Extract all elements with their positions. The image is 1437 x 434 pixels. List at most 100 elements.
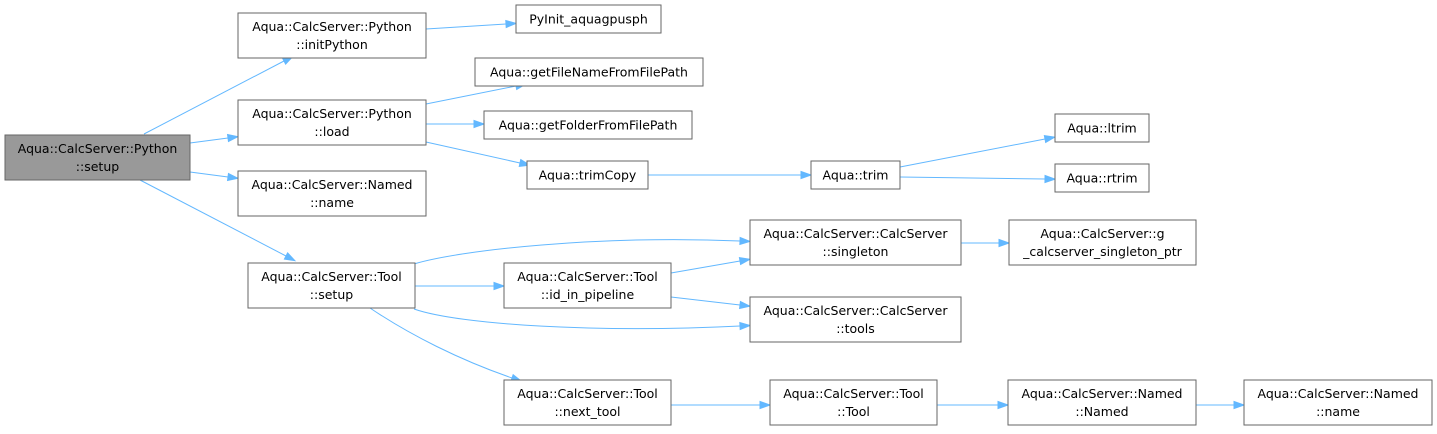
node-rtrim[interactable]: Aqua::rtrim [1054,163,1150,193]
edge-id_in_pipeline-to-singleton [670,260,741,274]
node-box [1007,379,1197,426]
node-next-tool[interactable]: Aqua::CalcServer::Tool::next_tool [503,379,672,426]
node-label: Aqua::CalcServer::Tool [783,386,923,401]
node-box [237,99,427,146]
arrowhead-tool_setup-to-singleton [739,236,752,246]
node-singleton[interactable]: Aqua::CalcServer::CalcServer::singleton [749,219,962,266]
node-box [515,4,662,34]
node-label: _calcserver_singleton_ptr [1022,244,1183,259]
node-box [526,160,649,190]
edge-python_setup-to-tool_setup [139,179,287,257]
arrowhead-named_ctor-to-named_name_2 [1233,400,1246,410]
node-label: Aqua::CalcServer::Named [251,177,412,192]
node-label: Aqua::CalcServer::Tool [517,386,657,401]
arrowhead-python_setup-to-named_name_1 [226,172,240,182]
node-tool-ctor[interactable]: Aqua::CalcServer::Tool::Tool [769,379,938,426]
edge-tool_setup-to-tools [413,308,741,330]
node-box [237,12,427,59]
edge-python_setup-to-python_load [189,137,229,144]
node-box [503,379,672,426]
node-named-name-1[interactable]: Aqua::CalcServer::Named::name [237,170,427,217]
node-box [1054,163,1150,193]
arrowhead-init_python-to-pyinit [505,19,518,29]
node-box [474,57,704,87]
edge-python_setup-to-init_python [143,60,285,135]
node-label: ::id_in_pipeline [541,287,635,302]
edges-layer [139,19,1246,410]
node-label: Aqua::CalcServer::Python [18,141,178,156]
node-get-file-name[interactable]: Aqua::getFileNameFromFilePath [474,57,704,87]
edge-trim-to-rtrim [899,176,1046,180]
node-label: ::singleton [823,244,889,259]
node-id-in-pipeline[interactable]: Aqua::CalcServer::Tool::id_in_pipeline [503,262,672,309]
arrowhead-trim-to-ltrim [1043,134,1057,144]
node-trim[interactable]: Aqua::trim [810,160,901,190]
node-python-setup[interactable]: Aqua::CalcServer::Python::setup [4,134,191,181]
node-label: Aqua::CalcServer::Tool [517,269,657,284]
edge-tool_setup-to-singleton [413,239,741,265]
node-tools[interactable]: Aqua::CalcServer::CalcServer::tools [749,296,962,343]
node-box [749,219,962,266]
node-label: Aqua::CalcServer::Tool [261,269,401,284]
node-box [810,160,901,190]
node-label: Aqua::CalcServer::g [1040,226,1164,241]
arrowhead-trim-to-rtrim [1044,174,1057,184]
node-label: ::next_tool [554,404,620,419]
node-label: ::name [310,195,354,210]
arrowhead-singleton-to-g_singleton_ptr [998,238,1011,248]
node-label: Aqua::CalcServer::CalcServer [764,303,949,318]
node-box [749,296,962,343]
node-label: Aqua::CalcServer::CalcServer [764,226,949,241]
node-label: Aqua::ltrim [1067,121,1136,136]
arrowhead-id_in_pipeline-to-singleton [738,256,752,266]
edge-trim-to-ltrim [899,138,1046,168]
node-ltrim[interactable]: Aqua::ltrim [1054,113,1150,143]
node-label: Aqua::trimCopy [539,168,637,183]
node-label: Aqua::trim [823,168,889,183]
node-box [503,262,672,309]
node-label: ::setup [310,287,353,302]
node-label: ::Tool [837,404,870,419]
node-box [1054,113,1150,143]
node-label: ::tools [836,321,875,336]
node-label: ::load [314,124,349,139]
node-label: Aqua::getFileNameFromFilePath [490,65,688,80]
nodes-layer: Aqua::CalcServer::Python::setupAqua::Cal… [4,4,1433,426]
node-label: Aqua::CalcServer::Python [252,106,412,121]
arrowhead-python_setup-to-python_load [226,133,240,143]
node-box [483,110,693,140]
edge-python_setup-to-named_name_1 [189,171,229,178]
node-label: PyInit_aquagpusph [529,12,648,27]
node-box [237,170,427,217]
node-label: ::initPython [296,37,368,52]
node-box [1008,219,1197,266]
node-tool-setup[interactable]: Aqua::CalcServer::Tool::setup [247,262,416,309]
node-named-name-2[interactable]: Aqua::CalcServer::Named::name [1243,379,1433,426]
node-label: ::Named [1075,404,1128,419]
node-label: Aqua::CalcServer::Python [252,19,412,34]
node-g-singleton-ptr[interactable]: Aqua::CalcServer::g_calcserver_singleton… [1008,219,1197,266]
node-named-ctor[interactable]: Aqua::CalcServer::Named::Named [1007,379,1197,426]
node-label: ::setup [76,159,119,174]
edge-python_load-to-get_file_name [425,85,517,105]
arrowhead-python_setup-to-tool_setup [283,252,297,262]
arrowhead-id_in_pipeline-to-tools [739,300,752,310]
arrowhead-tool_ctor-to-named_ctor [997,400,1010,410]
node-python-load[interactable]: Aqua::CalcServer::Python::load [237,99,427,146]
edge-id_in_pipeline-to-tools [670,296,741,306]
node-pyinit[interactable]: PyInit_aquagpusph [515,4,662,34]
node-trim-copy[interactable]: Aqua::trimCopy [526,160,649,190]
node-box [1243,379,1433,426]
node-label: ::name [1316,404,1360,419]
arrowhead-tool_setup-to-id_in_pipeline [493,281,506,291]
edge-tool_setup-to-next_tool [369,307,513,379]
node-label: Aqua::CalcServer::Named [1257,386,1418,401]
node-label: Aqua::rtrim [1066,171,1137,186]
node-get-folder[interactable]: Aqua::getFolderFromFilePath [483,110,693,140]
node-init-python[interactable]: Aqua::CalcServer::Python::initPython [237,12,427,59]
arrowhead-python_load-to-get_folder [473,119,486,129]
edge-python_load-to-trim_copy [425,141,521,164]
arrowhead-next_tool-to-tool_ctor [759,400,772,410]
node-label: Aqua::CalcServer::Named [1021,386,1182,401]
